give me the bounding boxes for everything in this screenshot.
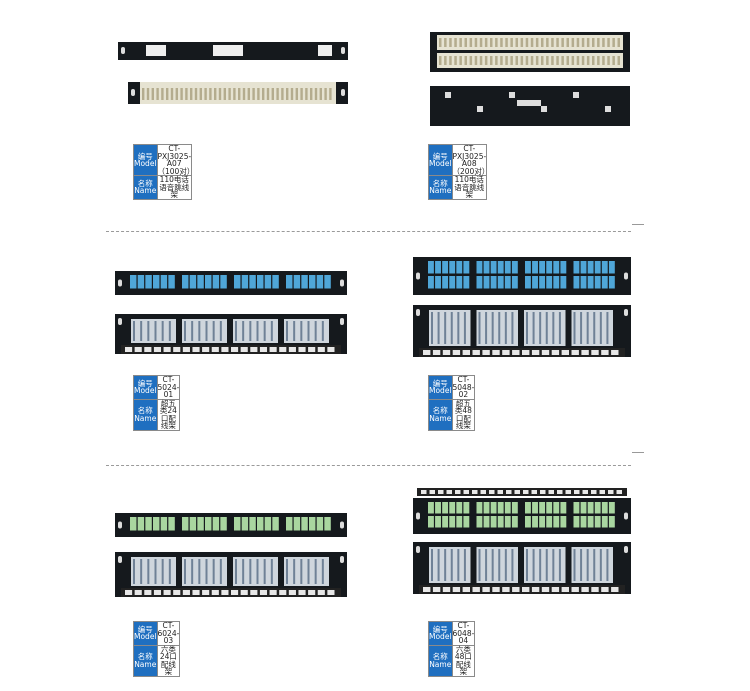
spec-table: 编号 Model CT-6024-03 名称 Name 六类24口配线架 [133,621,181,677]
model-label: 编号 Model [428,621,453,646]
edge-mark [632,224,644,225]
product-photo-cat6-48 [413,488,631,594]
model-label: 编号 Model [133,375,158,400]
product-photo-cat5e-24 [115,271,347,354]
name-label: 名称 Name [428,644,453,677]
model-value: CT-5024-01 [156,375,181,400]
product-photo-110-200 [430,32,630,126]
section-divider [106,465,631,466]
name-label: 名称 Name [133,175,158,200]
model-value: CT-PXJ3025-A08（200对） [451,144,490,176]
name-value: 六类24口配线架 [156,644,181,677]
name-label: 名称 Name [428,398,453,431]
name-label: 名称 Name [133,398,158,431]
spec-table: 编号 Model CT-6048-04 名称 Name 六类48口配线架 [428,621,476,677]
model-value: CT-PXJ3025-A07（100对） [156,144,195,176]
name-value: 110电话语音跳线架 [451,175,488,200]
punch-block [437,53,623,68]
name-value: 六类48口配线架 [451,644,476,677]
model-label: 编号 Model [133,621,158,646]
name-value: 超五类48口配线架 [451,398,476,431]
name-label: 名称 Name [428,175,453,200]
punch-block [437,35,623,50]
model-label: 编号 Model [133,144,158,176]
product-photo-cat5e-48 [413,257,631,357]
spec-table: 编号 Model CT-PXJ3025-A08（200对） 名称 Name 11… [428,144,490,200]
name-value: 110电话语音跳线架 [156,175,193,200]
name-value: 超五类24口配线架 [156,398,181,431]
spec-table: 编号 Model CT-5024-01 名称 Name 超五类24口配线架 [133,375,181,431]
model-value: CT-6048-04 [451,621,476,646]
model-value: CT-5048-02 [451,375,476,400]
spec-table: 编号 Model CT-PXJ3025-A07（100对） 名称 Name 11… [133,144,195,200]
model-label: 编号 Model [428,144,453,176]
section-divider [106,231,631,232]
model-label: 编号 Model [428,375,453,400]
cable-bar [417,488,627,496]
model-value: CT-6024-03 [156,621,181,646]
product-photo-110-100 [118,42,348,104]
spec-table: 编号 Model CT-5048-02 名称 Name 超五类48口配线架 [428,375,476,431]
product-photo-cat6-24 [115,513,347,597]
name-label: 名称 Name [133,644,158,677]
edge-mark [632,452,644,453]
